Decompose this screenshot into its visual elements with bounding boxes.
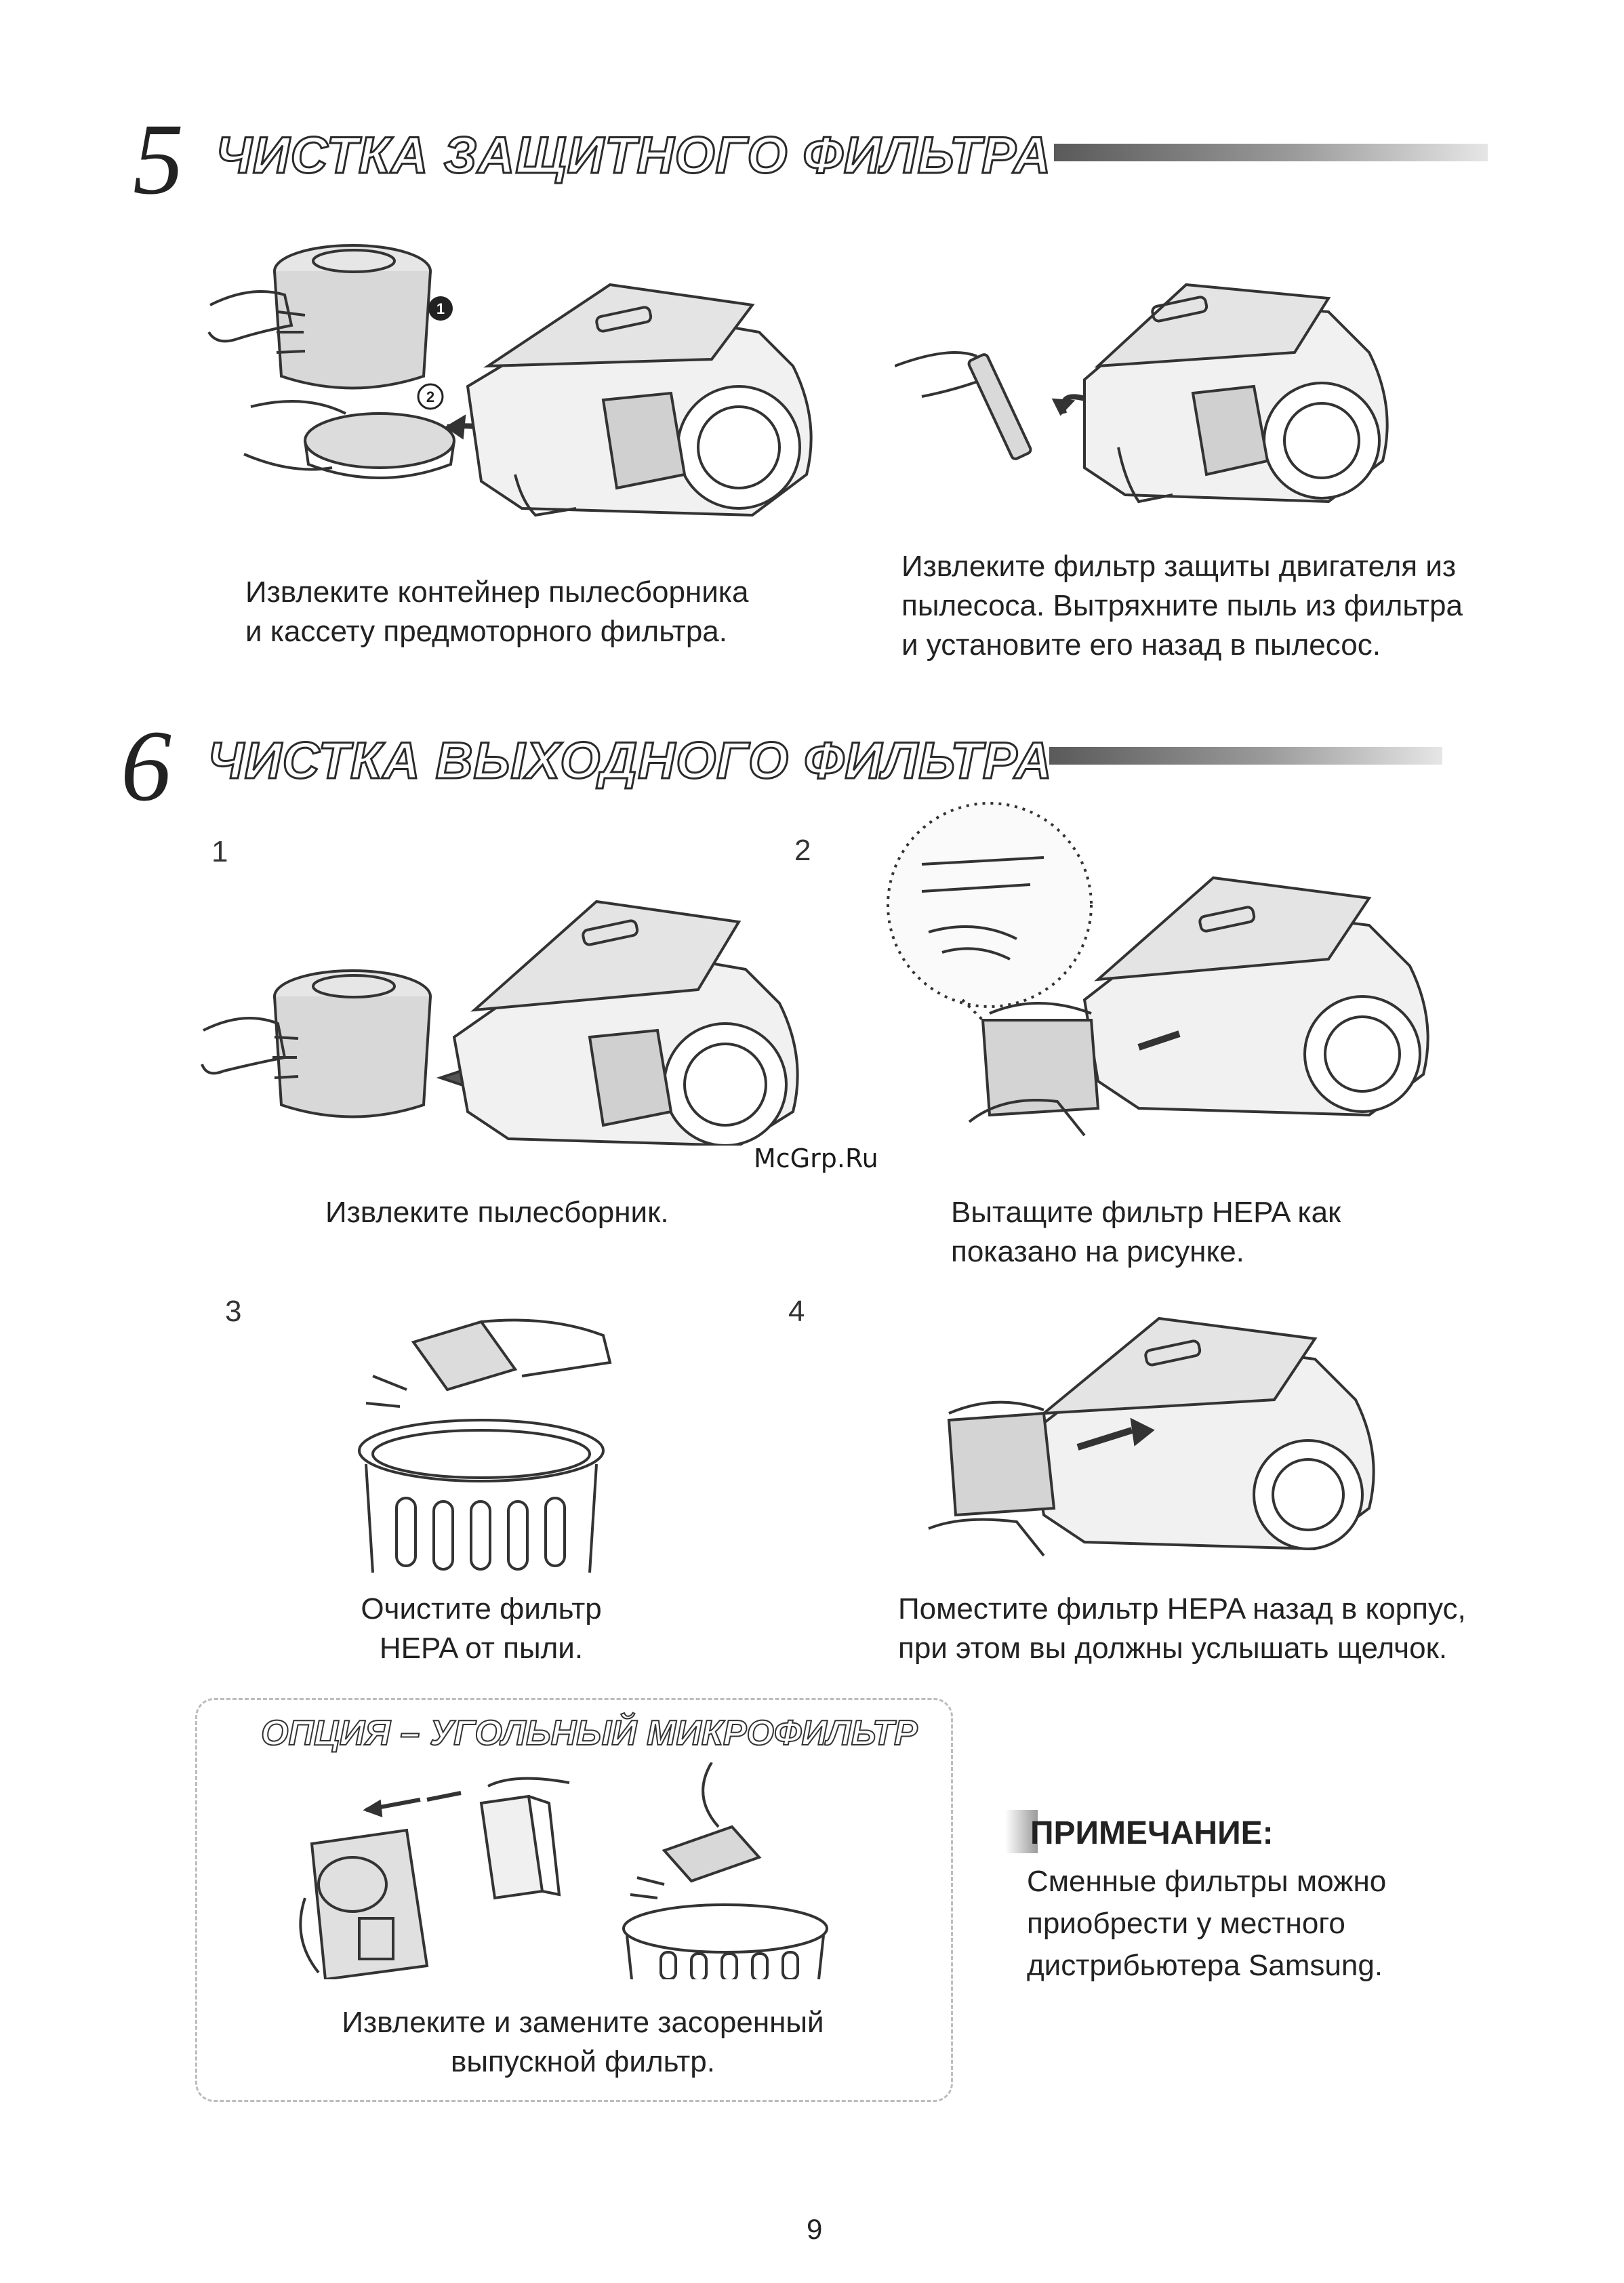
section-6-title-bar bbox=[1049, 747, 1442, 765]
motor-filter-illustration bbox=[895, 244, 1410, 542]
caption-line: Вытащите фильтр HEPA как bbox=[951, 1196, 1341, 1229]
caption-line: Извлеките контейнер пылесборника bbox=[245, 575, 749, 609]
step-2-caption: Вытащите фильтр HEPA как показано на рис… bbox=[951, 1193, 1341, 1272]
caption-line: и установите его назад в пылесос. bbox=[901, 628, 1381, 662]
step-1-illustration bbox=[197, 861, 827, 1146]
caption-line: при этом вы должны услышать щелчок. bbox=[898, 1632, 1448, 1665]
step-1-caption: Извлеките пылесборник. bbox=[325, 1193, 669, 1232]
caption-line: Очистите фильтр bbox=[361, 1592, 602, 1625]
option-title: ОПЦИЯ – УГОЛЬНЫЙ МИКРОФИЛЬТР bbox=[260, 1713, 918, 1754]
caption-line: Извлеките и замените засоренный bbox=[342, 2006, 824, 2039]
caption-line: показано на рисунке. bbox=[951, 1235, 1244, 1268]
step-1-number: 1 bbox=[211, 835, 228, 868]
note-line: приобрести у местного bbox=[1027, 1907, 1345, 1940]
caption-line: пылесоса. Вытряхните пыль из фильтра bbox=[901, 589, 1463, 622]
option-illustration bbox=[285, 1762, 895, 1979]
note-line: дистрибьютера Samsung. bbox=[1027, 1949, 1383, 1982]
caption-line: выпускной фильтр. bbox=[451, 2045, 715, 2078]
step-3-caption: Очистите фильтр HEPA от пыли. bbox=[325, 1590, 637, 1668]
caption-line: Извлеките фильтр защиты двигателя из bbox=[901, 550, 1457, 583]
step-4-number: 4 bbox=[788, 1295, 805, 1328]
callout-1-text: 1 bbox=[437, 300, 445, 317]
note-line: Сменные фильтры можно bbox=[1027, 1865, 1387, 1898]
step-4-caption: Поместите фильтр HEPA назад в корпус, пр… bbox=[898, 1590, 1466, 1668]
section-5-left-caption: Извлеките контейнер пылесборника и кассе… bbox=[245, 573, 748, 651]
section-5-title-bar bbox=[1054, 144, 1488, 161]
option-caption: Извлеките и замените засоренный выпускно… bbox=[258, 2003, 908, 2082]
caption-line: Извлеките пылесборник. bbox=[325, 1196, 669, 1229]
option-box bbox=[195, 1698, 953, 2102]
note-text: Сменные фильтры можно приобрести у местн… bbox=[1027, 1861, 1386, 1987]
caption-line: HEPA от пыли. bbox=[379, 1632, 584, 1665]
section-6-title: ЧИСТКА ВЫХОДНОГО ФИЛЬТРА bbox=[207, 732, 1053, 790]
caption-line: Поместите фильтр HEPA назад в корпус, bbox=[898, 1592, 1466, 1625]
remove-container-illustration: 1 2 bbox=[197, 230, 820, 549]
step-2-number: 2 bbox=[794, 834, 811, 867]
callout-1-marker bbox=[428, 296, 453, 321]
note-heading: ПРИМЕЧАНИЕ: bbox=[1030, 1815, 1274, 1851]
callout-2-text: 2 bbox=[426, 388, 434, 405]
callout-2-marker bbox=[417, 383, 444, 410]
section-5-number: 5 bbox=[133, 103, 184, 216]
section-5-right-caption: Извлеките фильтр защиты двигателя из пыл… bbox=[901, 547, 1463, 665]
page-number: 9 bbox=[807, 2213, 823, 2245]
section-6-number: 6 bbox=[121, 710, 171, 822]
note-marker-icon bbox=[1005, 1810, 1038, 1853]
step-3-number: 3 bbox=[225, 1295, 242, 1328]
step-4-illustration bbox=[908, 1298, 1396, 1583]
caption-line: и кассету предмоторного фильтра. bbox=[245, 615, 728, 648]
watermark-text: McGrp.Ru bbox=[754, 1144, 878, 1173]
step-2-illustration bbox=[881, 796, 1478, 1163]
step-3-illustration bbox=[346, 1295, 630, 1579]
section-5-title: ЧИСТКА ЗАЩИТНОГО ФИЛЬТРА bbox=[214, 127, 1052, 184]
